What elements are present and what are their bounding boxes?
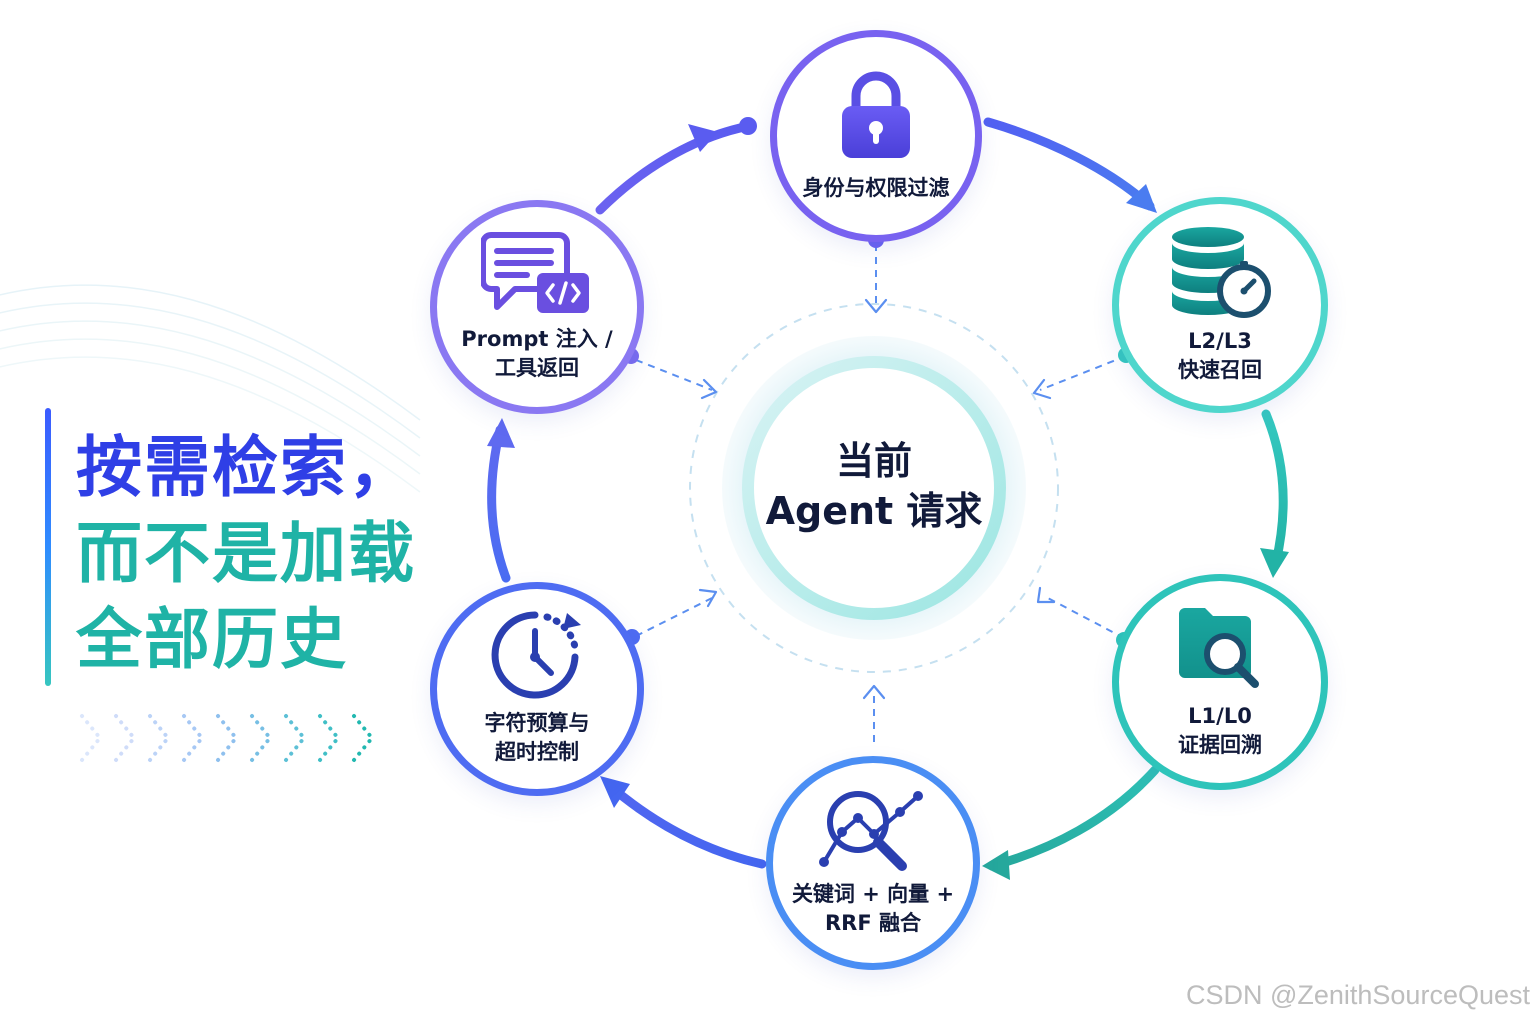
watermark: CSDN @ZenithSourceQuest — [1185, 980, 1530, 1010]
node-fast-recall: L2/L3 快速召回 — [1112, 197, 1328, 413]
center-label-line-1: 当前 — [835, 439, 912, 483]
headline-line-3: 全部历史 — [76, 601, 348, 678]
node-top-right-label: L2/L3 快速召回 — [1178, 327, 1262, 385]
arc-bottomleft — [605, 781, 767, 869]
arrowhead-topleft — [688, 124, 718, 152]
node-evidence-trace: L1/L0 证据回溯 — [1112, 574, 1328, 790]
node-prompt-injection: Prompt 注入 / 工具返回 — [430, 200, 644, 414]
node-top-left-label: Prompt 注入 / 工具返回 — [461, 325, 612, 383]
arrowhead-bottom — [982, 850, 1010, 880]
node-bottom-right-line-1: L1/L0 — [1188, 704, 1252, 728]
arc-top-to-topright — [983, 117, 1155, 211]
headline: 按需检索， 而不是加载 全部历史 — [76, 425, 416, 683]
folder-search-icon — [1179, 608, 1259, 688]
headline-line-2: 而不是加载 — [76, 515, 416, 592]
headline-line-1: 按需检索， — [76, 429, 416, 506]
arc-bottomright — [987, 765, 1160, 871]
arrowhead-right — [1260, 548, 1289, 578]
arrowhead-left — [487, 418, 515, 448]
connector-bottomright-head — [1036, 586, 1056, 604]
connector-topleft — [635, 359, 713, 391]
node-top-label: 身份与权限过滤 — [802, 175, 950, 200]
node-bottom-right-line-2: 证据回溯 — [1178, 733, 1262, 757]
connector-bottomleft — [635, 597, 713, 637]
node-top-left-line-1: Prompt 注入 / — [461, 327, 613, 351]
connector-bottomleft-head — [698, 588, 718, 608]
connector-bottom-head — [862, 684, 886, 700]
center-label-line-2: Agent 请求 — [765, 489, 983, 533]
node-bottom-line-1: 关键词 + 向量 + — [791, 882, 955, 906]
node-bottom-line-2: RRF 融合 — [825, 911, 921, 935]
lock-icon — [842, 71, 910, 158]
arc-topleft — [595, 123, 745, 215]
center-dashed-ring — [689, 303, 1059, 673]
connector-top-head — [864, 298, 888, 314]
clock-icon — [491, 611, 581, 699]
center-node: 当前 Agent 请求 — [752, 364, 996, 608]
arc-right — [1261, 409, 1288, 567]
node-bottom-left-line-1: 字符预算与 — [484, 711, 590, 735]
connector-bottomright — [1043, 595, 1125, 639]
chevron-arrows-decoration — [80, 714, 374, 762]
center-ring — [742, 356, 1006, 620]
chat-code-icon — [481, 232, 589, 313]
arc-end-dot — [739, 117, 757, 135]
node-top-right-line-2: 快速召回 — [1178, 358, 1262, 382]
connector-topright-head — [1032, 378, 1052, 400]
arc-left — [487, 425, 511, 583]
database-speed-icon — [1172, 227, 1271, 318]
headline-accent-bar — [45, 408, 51, 686]
node-top-right-line-1: L2/L3 — [1188, 329, 1252, 353]
connector-topleft-head — [700, 378, 718, 400]
node-hybrid-search: 关键词 + 向量 + RRF 融合 — [766, 756, 980, 970]
node-identity-permission-filter: 身份与权限过滤 — [770, 30, 982, 242]
arrowhead-bottomleft — [600, 776, 630, 808]
node-bottom-label: 关键词 + 向量 + RRF 融合 — [792, 880, 954, 938]
node-budget-timeout: 字符预算与 超时控制 — [430, 582, 644, 796]
arrowhead-topright — [1126, 184, 1157, 213]
node-bottom-right-label: L1/L0 证据回溯 — [1178, 702, 1262, 760]
node-bottom-left-line-2: 超时控制 — [495, 740, 579, 764]
search-analytics-icon — [819, 791, 923, 871]
connector-topright — [1039, 355, 1127, 391]
node-top-left-line-2: 工具返回 — [494, 356, 579, 380]
node-bottom-left-label: 字符预算与 超时控制 — [485, 709, 590, 767]
